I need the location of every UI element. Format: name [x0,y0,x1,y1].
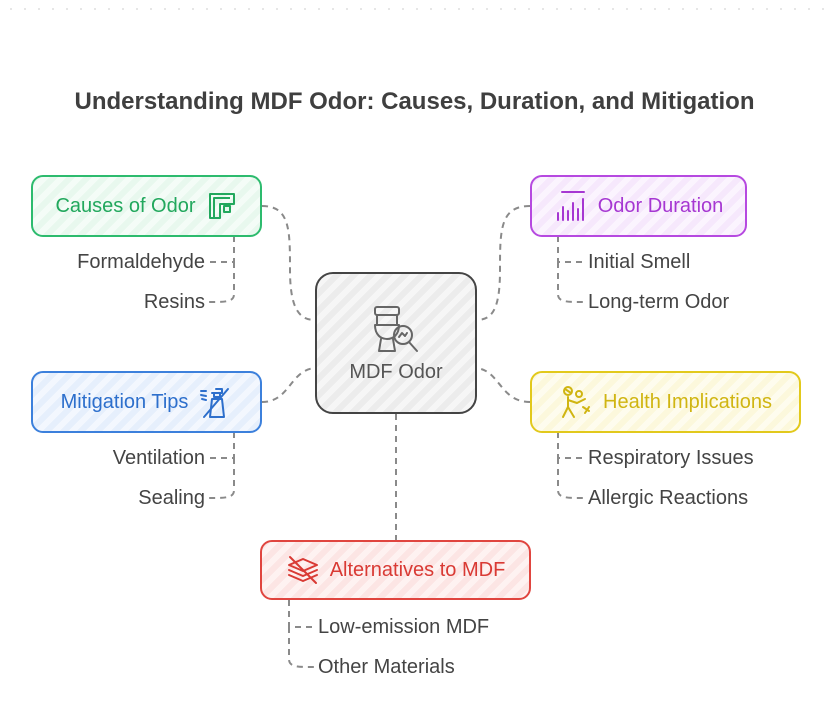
branch-mitigation-tips[interactable]: Mitigation Tips [31,371,262,433]
leaf-respiratory-issues: Respiratory Issues [588,447,754,469]
center-label: MDF Odor [349,360,443,383]
branch-alternatives-to-mdf[interactable]: Alternatives to MDF [260,540,531,600]
connector-leaf-allergic [557,458,585,499]
connector-causes [261,205,316,321]
connector-leaf-ventilation [208,432,235,459]
leaf-low-emission-mdf: Low-emission MDF [318,616,490,638]
branch-mitigation-label: Mitigation Tips [60,390,189,413]
leaf-ventilation: Ventilation [112,447,205,469]
branch-causes-label: Causes of Odor [55,194,196,217]
sick-person-icon [562,386,591,418]
leaf-formaldehyde: Formaldehyde [77,251,205,273]
background-dot-grid [0,0,829,22]
leaf-sealing: Sealing [138,487,205,509]
connector-leaf-low-emission [288,600,314,628]
leaf-resins: Resins [143,291,205,313]
branch-health-implications[interactable]: Health Implications [530,371,801,433]
branch-duration-label: Odor Duration [597,194,724,217]
toilet-magnifier-icon [374,305,418,352]
pipe-icon [208,193,235,219]
connector-leaf-respiratory [557,432,584,459]
connector-mitigation [261,367,316,403]
branch-health-label: Health Implications [603,390,772,413]
leaf-initial-smell: Initial Smell [588,251,691,273]
center-node[interactable]: MDF Odor [315,272,477,414]
leaf-long-term-odor: Long-term Odor [588,291,730,313]
connector-leaf-formaldehyde [208,236,235,263]
leaf-other-materials: Other Materials [318,656,455,678]
branch-odor-duration[interactable]: Odor Duration [530,175,747,237]
branch-alternatives-label: Alternatives to MDF [329,558,506,581]
connector-leaf-other-materials [288,627,315,668]
bar-chart-icon [556,191,585,221]
connector-health [475,367,531,403]
diagram-title: Understanding MDF Odor: Causes, Duration… [74,88,755,115]
layers-crossed-icon [287,556,318,584]
connector-leaf-initial-smell [557,236,584,263]
connector-leaf-long-term [557,262,585,303]
spray-bottle-icon [200,388,230,418]
connector-duration [475,205,531,321]
branch-causes-of-odor[interactable]: Causes of Odor [31,175,262,237]
leaf-allergic-reactions: Allergic Reactions [588,487,749,509]
connector-leaf-sealing [207,458,235,499]
connector-leaf-resins [207,262,235,303]
